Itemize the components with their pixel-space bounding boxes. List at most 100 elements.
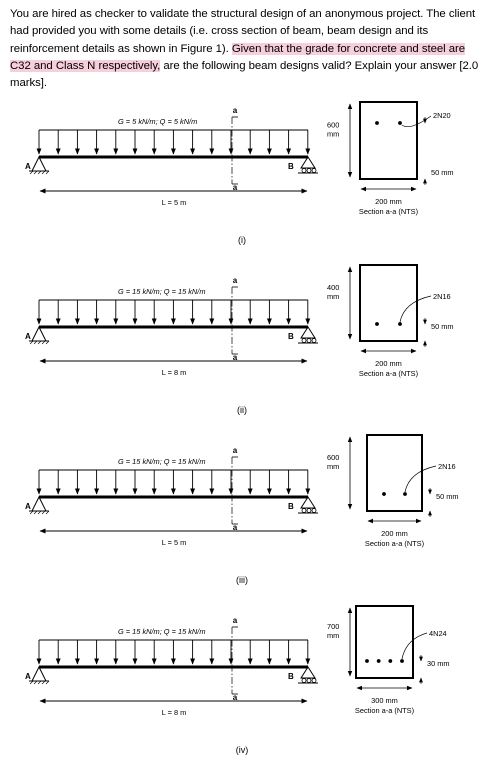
support-hatch [33,680,38,685]
roller-support-b [300,156,316,169]
section-caption: Section a-a (NTS) [365,539,424,548]
section-mark-bottom: a [233,353,238,362]
rebar [375,121,379,125]
support-hatch [33,170,38,175]
rebar [398,322,402,326]
roller [301,338,307,343]
support-hatch [33,510,38,515]
rebar-label: 4N24 [429,629,447,638]
pin-support-a [31,665,47,682]
span-label: L = 8 m [162,368,187,377]
support-label-a: A [25,332,31,341]
depth-unit: mm [327,631,339,640]
roller [301,508,307,513]
support-hatch [37,510,42,515]
question-part2: are the following beam designs valid? Ex… [10,59,479,90]
rebar [382,492,386,496]
question-text: You are hired as checker to validate the… [10,6,486,92]
roller [311,678,317,683]
roller-support-b [300,666,316,679]
load-label: G = 5 kN/m; Q = 5 kN/m [118,117,197,126]
support-hatch [37,170,42,175]
roller [311,508,317,513]
support-hatch [37,340,42,345]
support-hatch [29,680,34,685]
support-hatch [33,340,38,345]
roller [306,508,312,513]
depth-unit: mm [327,130,339,139]
cover-label: 50 mm [431,168,454,177]
support-hatch [29,170,34,175]
width-value: 300 mm [371,696,398,705]
question-part1: You are hired as checker to validate the… [10,8,476,55]
rebar-leader [401,632,428,660]
beam [39,325,308,329]
roller-support-b [300,496,316,509]
roller [306,338,312,343]
rebar-label: 2N16 [433,292,451,301]
figure-label: (iv) [236,745,249,755]
roller [301,678,307,683]
rebar [365,659,369,663]
span-label: L = 5 m [162,538,187,547]
beam [39,155,308,159]
section-mark-bottom: a [233,183,238,192]
rebar-leader [404,465,437,493]
support-label-a: A [25,162,31,171]
support-label-a: A [25,672,31,681]
section-caption: Section a-a (NTS) [355,706,414,715]
figure-label: (iii) [236,575,248,585]
span-label: L = 5 m [162,198,187,207]
support-hatch [41,170,46,175]
figure-label: (i) [238,235,246,245]
support-hatch [29,510,34,515]
roller [306,678,312,683]
load-label: G = 15 kN/m; Q = 15 kN/m [118,627,205,636]
depth-unit: mm [327,292,339,301]
rebar [376,659,381,663]
section-mark-top: a [233,106,238,115]
depth-value: 400 [327,283,339,292]
span-label: L = 8 m [162,708,187,717]
cover-label: 30 mm [427,659,450,668]
roller [311,338,317,343]
beam [39,495,308,499]
depth-unit: mm [327,462,339,471]
section-caption: Section a-a (NTS) [359,207,418,216]
depth-value: 600 [327,453,339,462]
depth-value: 600 [327,121,339,130]
width-value: 200 mm [381,529,408,538]
rebar-label: 2N20 [433,111,451,120]
load-label: G = 15 kN/m; Q = 15 kN/m [118,287,205,296]
depth-value: 700 [327,622,339,631]
section-outline [366,434,423,512]
section-mark-bottom: a [233,523,238,532]
support-label-b: B [288,672,294,681]
support-label-b: B [288,332,294,341]
rebar-label: 2N16 [438,462,456,471]
pin-support-a [31,325,47,342]
rebar [388,659,393,663]
cover-label: 50 mm [436,492,459,501]
support-label-b: B [288,162,294,171]
section-outline [359,264,418,342]
roller [311,168,317,173]
rebar [375,322,379,326]
section-mark-top: a [233,446,238,455]
section-mark-top: a [233,276,238,285]
support-label-a: A [25,502,31,511]
beam [39,665,308,669]
width-value: 200 mm [375,359,402,368]
section-mark-bottom: a [233,693,238,702]
support-hatch [41,510,46,515]
section-outline [355,605,414,679]
rebar [400,659,404,663]
pin-support-a [31,495,47,512]
support-hatch [45,510,50,515]
support-hatch [37,680,42,685]
support-hatch [45,170,50,175]
